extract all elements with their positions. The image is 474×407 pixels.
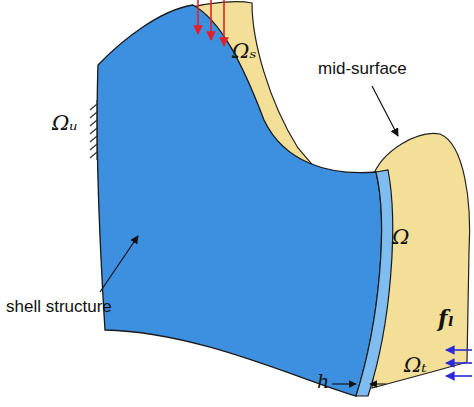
dimension-label: h — [317, 371, 329, 392]
shell-thickness-band — [356, 170, 393, 396]
dimension-arrow — [332, 383, 356, 384]
surface-load-arrows — [198, 0, 224, 46]
force-label: fₗ — [438, 306, 454, 330]
part-label: shell structure — [6, 298, 112, 317]
dimension-arrow — [370, 383, 386, 384]
edge-load-arrows — [446, 350, 472, 376]
part-label: mid-surface — [318, 60, 407, 79]
domain-label: Ω — [392, 226, 409, 249]
boundary-label: Ωᵤ — [52, 112, 78, 135]
boundary-label: Ωₜ — [404, 354, 427, 377]
boundary-label: Ωₛ — [232, 40, 257, 63]
fixed-support — [90, 100, 97, 160]
leader-arrow — [100, 236, 138, 292]
leader-arrow — [372, 86, 398, 136]
